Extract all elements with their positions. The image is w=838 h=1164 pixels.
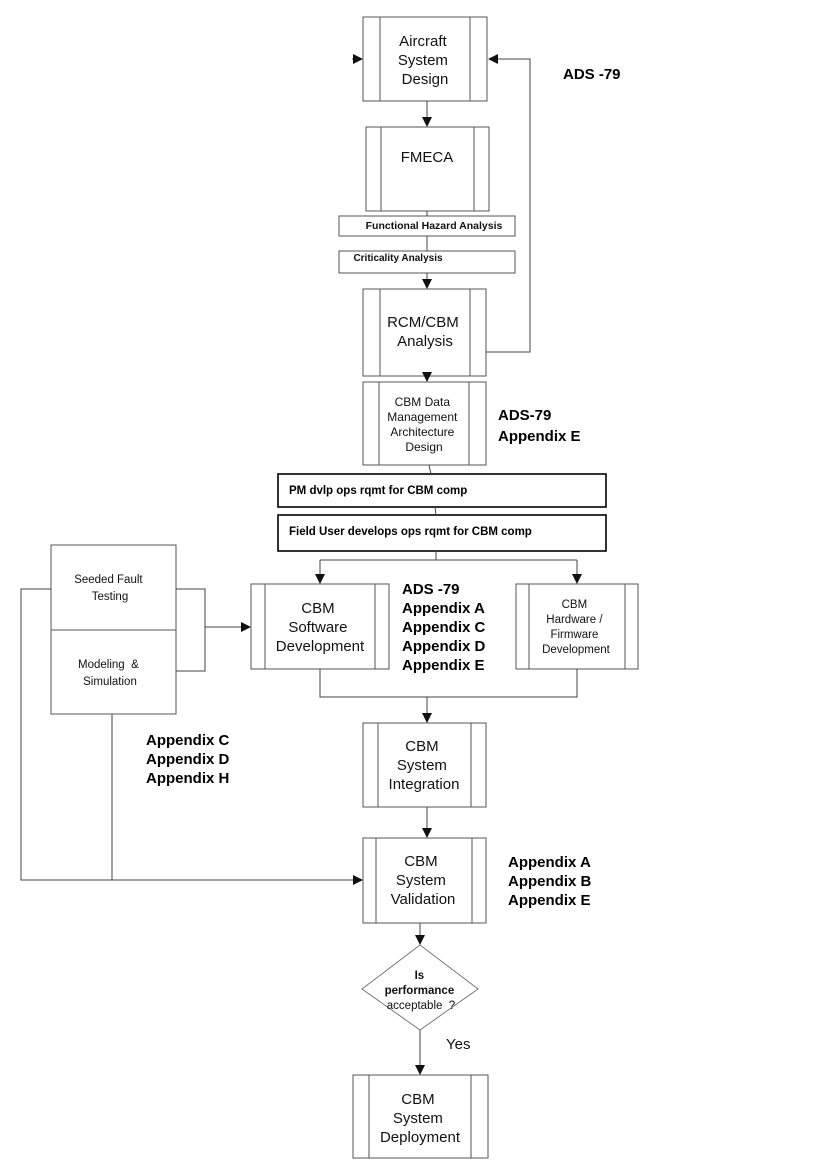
- software-dev-line: Software: [288, 619, 347, 636]
- field-user-box: [277, 514, 607, 552]
- data-mgmt-line: Management: [387, 410, 458, 424]
- seeded-fault-label: Seeded Fault Testing: [74, 574, 146, 603]
- rcm-cbm-line: Analysis: [397, 333, 453, 350]
- line-pm-to-field: [434, 506, 437, 516]
- hardware-dev-box: [515, 583, 639, 670]
- data-mgmt-line: Architecture: [390, 425, 454, 439]
- aircraft-design-line: Design: [402, 71, 449, 88]
- appendix-validation-annotation: Appendix A Appendix B Appendix E: [508, 854, 596, 909]
- criticality-label: Criticality Analysis: [353, 253, 443, 264]
- validation-line: CBM: [404, 853, 437, 870]
- ads-data-mgmt-annotation: ADS-79 Appendix E: [498, 407, 581, 445]
- seeded-modeling-box: [50, 544, 177, 715]
- annotation-line: Appendix E: [508, 892, 591, 909]
- pm-dvlp-label: PM dvlp ops rqmt for CBM comp: [289, 485, 467, 497]
- rcm-cbm-line: RCM/CBM: [387, 314, 459, 331]
- ads-software-annotation: ADS -79 Appendix A Appendix C Appendix D…: [402, 581, 490, 674]
- annotation-line: Appendix C: [402, 619, 486, 636]
- criticality-line: Criticality Analysis: [353, 253, 443, 264]
- data-mgmt-line: CBM Data: [395, 395, 451, 409]
- annotation-line: Appendix B: [508, 873, 592, 890]
- deployment-line: System: [393, 1110, 443, 1127]
- validation-line: Validation: [391, 891, 456, 908]
- annotation-line: Appendix E: [498, 428, 581, 445]
- data-mgmt-box: [362, 381, 487, 466]
- data-mgmt-label: CBM Data Management Architecture Design: [387, 395, 460, 454]
- annotation-line: Appendix D: [146, 751, 230, 768]
- yes-label: Yes: [446, 1036, 470, 1053]
- decision-line: Is: [415, 970, 425, 982]
- hardware-dev-line: Firmware: [550, 629, 598, 641]
- annotation-line: Appendix C: [146, 732, 230, 749]
- rcm-cbm-label: RCM/CBM Analysis: [387, 314, 463, 350]
- aircraft-design-line: Aircraft: [399, 33, 447, 50]
- annotation-line: ADS-79: [498, 407, 551, 424]
- hardware-dev-line: Hardware /: [546, 614, 603, 626]
- deployment-line: CBM: [401, 1091, 434, 1108]
- functional-hazard-label: Functional Hazard Analysis: [366, 220, 503, 232]
- software-dev-line: Development: [276, 638, 365, 655]
- appendix-left-annotation: Appendix C Appendix D Appendix H: [146, 732, 234, 787]
- seeded-fault-line: Seeded Fault: [74, 574, 143, 586]
- annotation-line: Appendix D: [402, 638, 486, 655]
- annotation-line: ADS -79: [402, 581, 460, 598]
- aircraft-design-box: [362, 16, 488, 102]
- software-dev-box: [250, 583, 390, 670]
- deployment-box: [352, 1074, 489, 1159]
- deployment-line: Deployment: [380, 1129, 461, 1146]
- pm-dvlp-line: PM dvlp ops rqmt for CBM comp: [289, 485, 467, 497]
- decision-line: performance: [385, 985, 455, 997]
- integration-line: Integration: [389, 776, 460, 793]
- fmeca-line: FMECA: [401, 149, 454, 166]
- field-user-line: Field User develops ops rqmt for CBM com…: [289, 526, 532, 538]
- integration-box: [362, 722, 487, 808]
- hardware-dev-label: CBM Hardware / Firmware Development: [542, 599, 611, 656]
- field-user-label: Field User develops ops rqmt for CBM com…: [289, 526, 532, 538]
- modeling-line: Modeling &: [78, 659, 139, 671]
- functional-hazard-line: Functional Hazard Analysis: [366, 220, 503, 232]
- outer-loop: [20, 588, 112, 881]
- validation-label: CBM System Validation: [391, 853, 456, 908]
- annotation-line: Appendix E: [402, 657, 485, 674]
- fmeca-label: FMECA: [401, 149, 454, 166]
- validation-box: [362, 837, 487, 924]
- merge-line: [319, 669, 578, 698]
- annotation-line: Appendix H: [146, 770, 229, 787]
- deployment-label: CBM System Deployment: [380, 1091, 461, 1146]
- aircraft-design-line: System: [398, 52, 448, 69]
- software-dev-line: CBM: [301, 600, 334, 617]
- pm-dvlp-box: [277, 473, 607, 508]
- validation-line: System: [396, 872, 446, 889]
- annotation-line: ADS -79: [563, 66, 621, 83]
- aircraft-design-label: Aircraft System Design: [398, 33, 452, 88]
- modeling-line: Simulation: [83, 676, 137, 688]
- hardware-dev-line: Development: [542, 644, 611, 656]
- line-data-mgmt-to-pm: [428, 464, 432, 475]
- decision-line: acceptable ?: [387, 1000, 455, 1012]
- annotation-line: Appendix A: [508, 854, 591, 871]
- modeling-label: Modeling & Simulation: [78, 659, 142, 688]
- fmeca-box: [365, 126, 490, 212]
- integration-line: CBM: [405, 738, 438, 755]
- decision-label: Is performance acceptable ?: [385, 970, 458, 1012]
- software-dev-label: CBM Software Development: [276, 600, 365, 655]
- rcm-cbm-box: [362, 288, 487, 377]
- feedback-rcm-to-design: [486, 54, 531, 353]
- seeded-fault-line: Testing: [92, 591, 128, 603]
- bracket-right: [176, 588, 206, 672]
- annotation-line: Appendix A: [402, 600, 485, 617]
- hardware-dev-line: CBM: [562, 599, 588, 611]
- integration-line: System: [397, 757, 447, 774]
- data-mgmt-line: Design: [405, 440, 442, 454]
- integration-label: CBM System Integration: [389, 738, 460, 793]
- split-line: [320, 551, 437, 561]
- ads-top-annotation: ADS -79: [563, 66, 621, 83]
